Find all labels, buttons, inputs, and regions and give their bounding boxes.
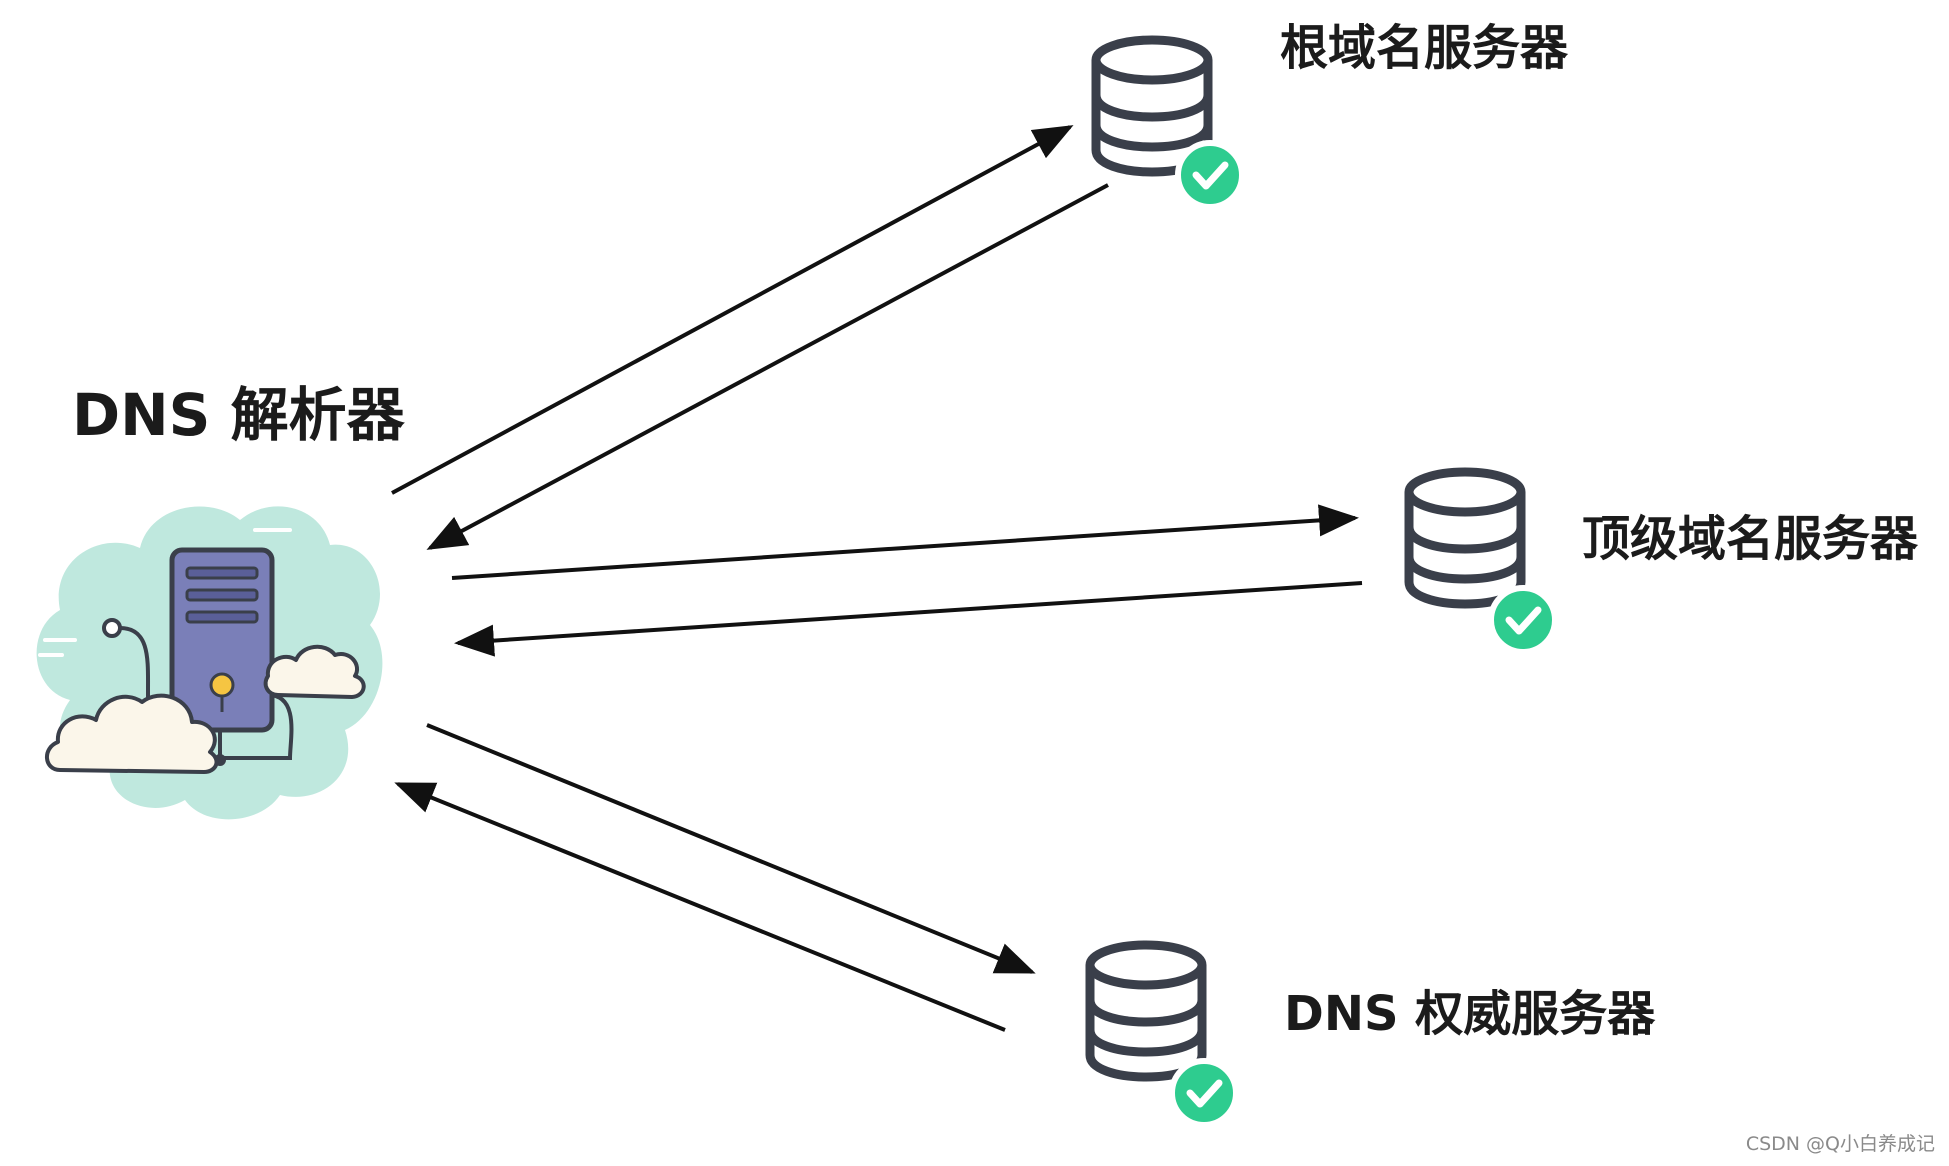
check-badge-icon	[1169, 1058, 1239, 1128]
cable-left	[119, 626, 151, 720]
cloud-right	[263, 644, 366, 699]
watermark: CSDN @Q小白养成记	[1745, 1133, 1935, 1155]
arrow-root-to-resolver	[426, 183, 1109, 550]
cloud-left	[45, 693, 219, 774]
dns-resolver-label: DNS 解析器	[72, 381, 405, 449]
arrow-resolver-to-tld	[451, 504, 1359, 580]
database-icon	[1091, 35, 1213, 177]
arrow-resolver-to-authoritative	[426, 723, 1036, 974]
database-icon	[1085, 940, 1207, 1082]
server-slot	[185, 610, 259, 624]
arrow-authoritative-to-resolver	[394, 782, 1006, 1032]
arrow-tld-to-resolver	[454, 581, 1363, 657]
tld-server-database-icon	[1404, 467, 1558, 655]
server-slot	[185, 566, 259, 580]
arrow-resolver-to-root	[391, 125, 1074, 495]
server-slot	[185, 588, 259, 602]
root-server-label: 根域名服务器	[1280, 20, 1569, 76]
database-icon	[1404, 467, 1526, 609]
tld-server-label: 顶级域名服务器	[1582, 511, 1919, 567]
authoritative-server-database-icon	[1085, 940, 1239, 1128]
check-badge-icon	[1175, 140, 1245, 210]
bulb-icon	[209, 672, 235, 698]
cloud-server-icon	[36, 506, 383, 820]
root-server-database-icon	[1091, 35, 1245, 210]
connector-node	[102, 618, 122, 638]
authoritative-server-label: DNS 权威服务器	[1284, 986, 1656, 1042]
check-badge-icon	[1488, 585, 1558, 655]
